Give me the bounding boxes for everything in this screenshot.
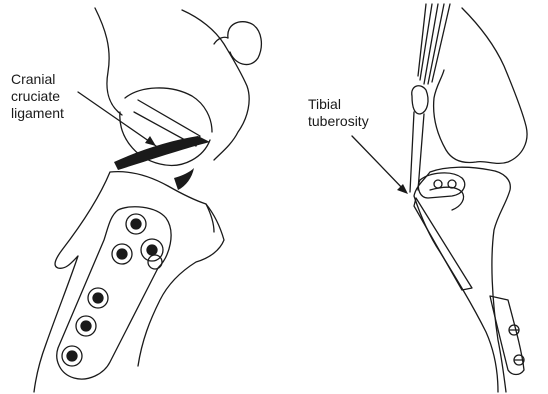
label-line: Cranial [11,71,64,88]
femur-outline [95,8,249,160]
arrow-head-ccl [145,136,156,146]
cruciate-ligament-lower [174,168,194,190]
leader-line-tt [352,136,406,192]
femur-outline-right [434,8,527,163]
osteotomy-wedge [414,198,472,290]
label-line: ligament [11,105,64,122]
label-tibial-tuberosity: Tibial tuberosity [308,96,369,130]
quadriceps-tendon [418,4,450,84]
left-knee-illustration [34,8,261,392]
patella [228,22,262,65]
right-knee-illustration [352,4,527,392]
label-line: Tibial [308,96,369,113]
label-cranial-cruciate-ligament: Cranial cruciate ligament [11,71,64,122]
arrow-head-tt [397,184,408,194]
leader-line-ccl [78,92,156,146]
patella-right [412,86,428,114]
label-line: cruciate [11,88,64,105]
plate-screws [62,214,163,366]
patellar-ligament [410,112,424,192]
label-line: tuberosity [308,113,369,130]
